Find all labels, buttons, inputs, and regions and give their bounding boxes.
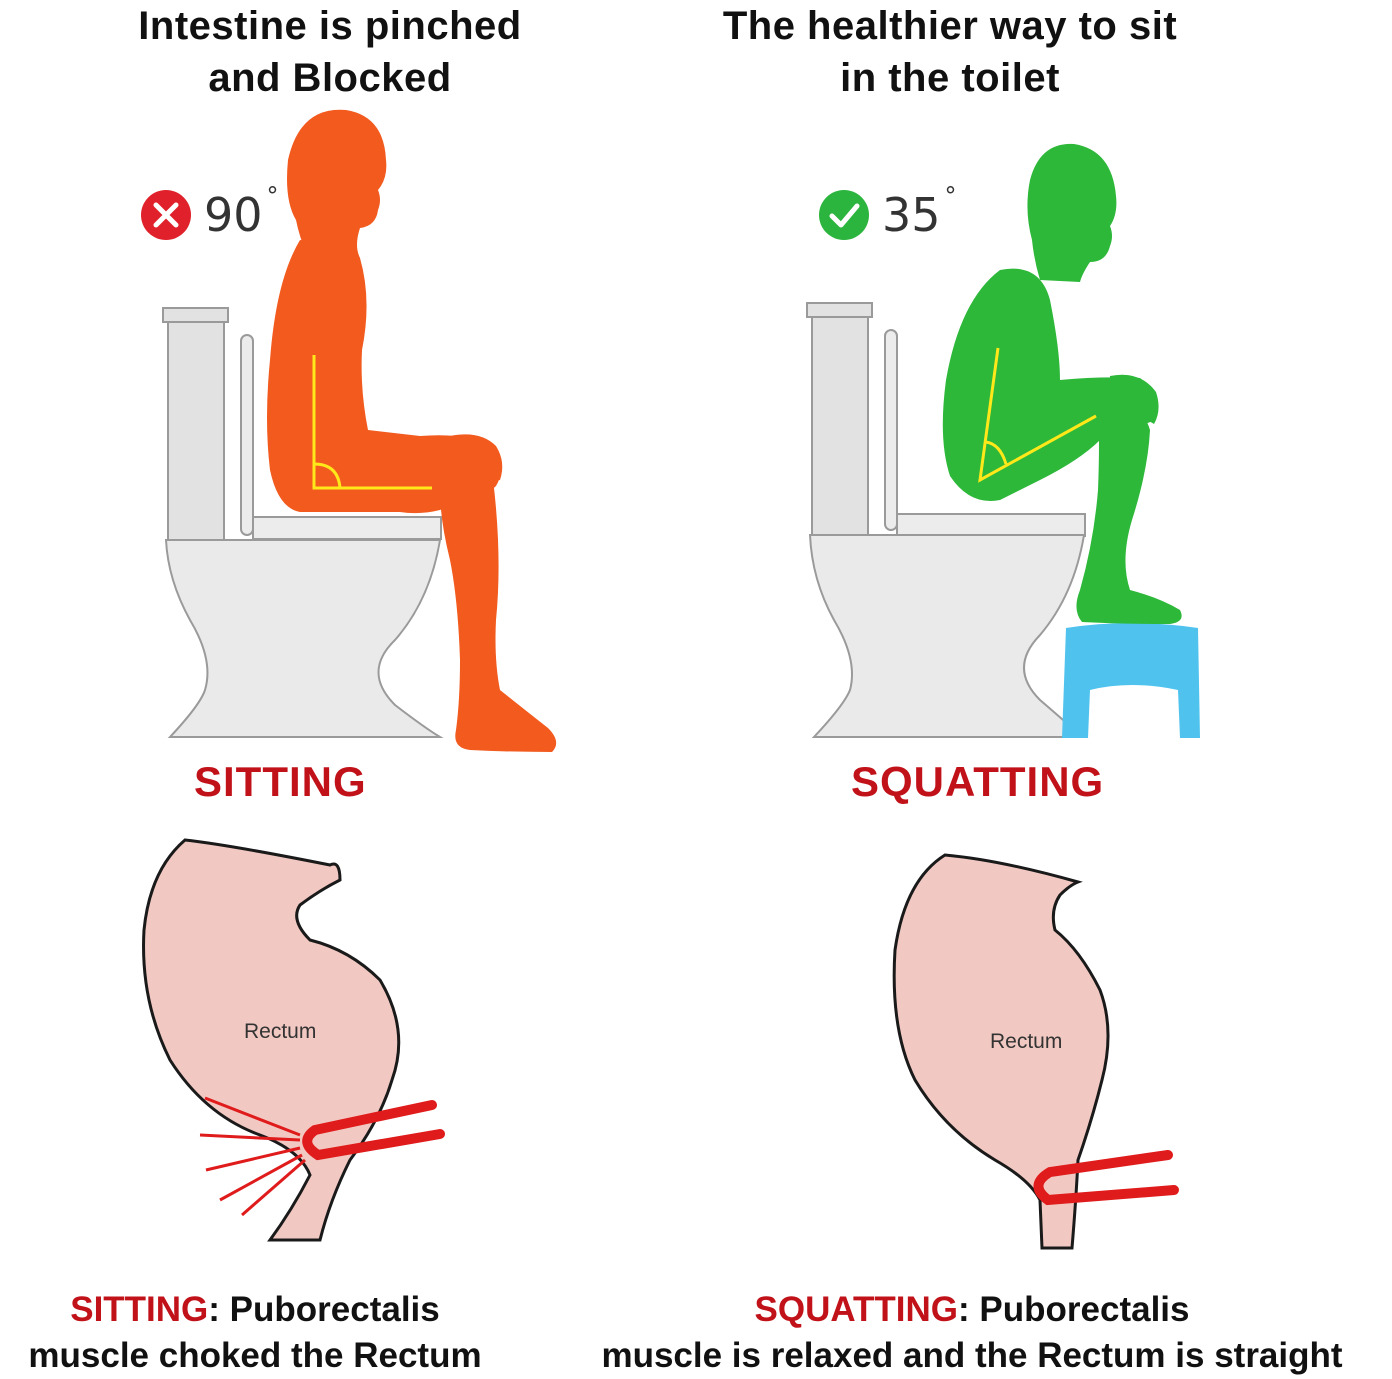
sitting-caption-line2: muscle choked the Rectum [28, 1336, 482, 1375]
right-angle-value: 35° [882, 182, 957, 242]
left-angle-value: 90° [204, 182, 279, 242]
right-title-line2: in the toilet [840, 56, 1060, 100]
squatting-caption-line2: muscle is relaxed and the Rectum is stra… [601, 1336, 1343, 1375]
squatting-figure [942, 143, 1182, 624]
left-title-line2: and Blocked [208, 56, 452, 100]
rectum-label-right: Rectum [990, 1030, 1063, 1053]
squat-stool [1062, 623, 1200, 738]
squatting-caption-keyword: SQUATTING [754, 1290, 959, 1329]
left-angle-badge: 90° [140, 182, 279, 242]
right-title: The healthier way to sit in the toilet [640, 0, 1260, 104]
rectum-straight [892, 853, 1179, 1250]
left-toilet [162, 307, 444, 738]
squatting-caption-line1: : Puborectalis [958, 1290, 1190, 1329]
squatting-label: SQUATTING [851, 758, 1105, 805]
left-title-line1: Intestine is pinched [138, 4, 522, 48]
squatting-caption: SQUATTING: Puborectalis muscle is relaxe… [552, 1287, 1392, 1379]
left-title: Intestine is pinched and Blocked [80, 0, 580, 104]
check-circle-icon [819, 190, 869, 240]
sitting-label: SITTING [194, 758, 367, 805]
x-circle-icon [141, 190, 191, 240]
right-toilet [806, 302, 1086, 738]
right-title-line1: The healthier way to sit [722, 4, 1178, 48]
sitting-caption: SITTING: Puborectalis muscle choked the … [0, 1287, 510, 1379]
right-angle-badge: 35° [818, 182, 957, 242]
sitting-figure [267, 109, 557, 752]
sitting-caption-line1: : Puborectalis [208, 1290, 440, 1329]
rectum-kinked [142, 838, 445, 1242]
squatting-angle-lines [978, 347, 1097, 483]
rectum-label-left: Rectum [244, 1020, 317, 1043]
sitting-caption-keyword: SITTING [70, 1290, 209, 1329]
sitting-angle-lines [312, 355, 432, 490]
